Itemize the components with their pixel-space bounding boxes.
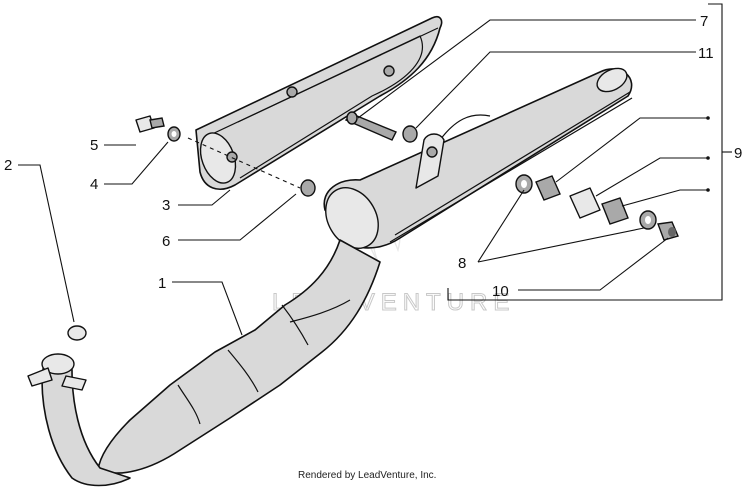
washer-part-11 — [402, 125, 418, 143]
flange-left — [27, 367, 53, 387]
callout-8: 8 — [458, 255, 466, 272]
callout-dot-9b — [706, 156, 710, 160]
callout-10: 10 — [492, 283, 509, 300]
shield-bolt-hole-mid — [286, 86, 298, 98]
callout-5: 5 — [90, 137, 98, 154]
callout-11: 11 — [698, 45, 714, 62]
callout-2: 2 — [4, 157, 12, 174]
exhaust-muffler-part-1 — [27, 67, 633, 487]
callout-labels: 2 5 4 3 6 1 7 11 9 8 10 — [4, 13, 742, 300]
shield-bolt-hole-lower — [226, 151, 238, 163]
cap-nut-part-10 — [657, 221, 679, 241]
leader-lines — [18, 3, 732, 336]
callout-9: 9 — [734, 145, 742, 162]
gasket-part-2 — [67, 325, 87, 341]
washer-part-8 — [515, 174, 657, 230]
washer-part-4 — [167, 126, 181, 142]
bolt-part-5 — [135, 115, 165, 133]
damper-assembly-part-9 — [535, 175, 629, 225]
callout-1: 1 — [158, 275, 166, 292]
callout-dot-9c — [706, 188, 710, 192]
stud-bolt-part-7 — [344, 111, 397, 141]
callout-6: 6 — [162, 233, 170, 250]
callout-4: 4 — [90, 176, 98, 193]
render-credit: Rendered by LeadVenture, Inc. — [298, 470, 436, 481]
callout-7: 7 — [700, 13, 708, 30]
callout-dot-9a — [706, 116, 710, 120]
callout-3: 3 — [162, 197, 170, 214]
spacer-part-6 — [300, 179, 316, 197]
flange-right — [61, 375, 87, 391]
heat-shield-part-3 — [195, 15, 443, 190]
shield-bolt-hole-upper — [383, 65, 395, 77]
bracket-mount-hole — [426, 146, 438, 158]
